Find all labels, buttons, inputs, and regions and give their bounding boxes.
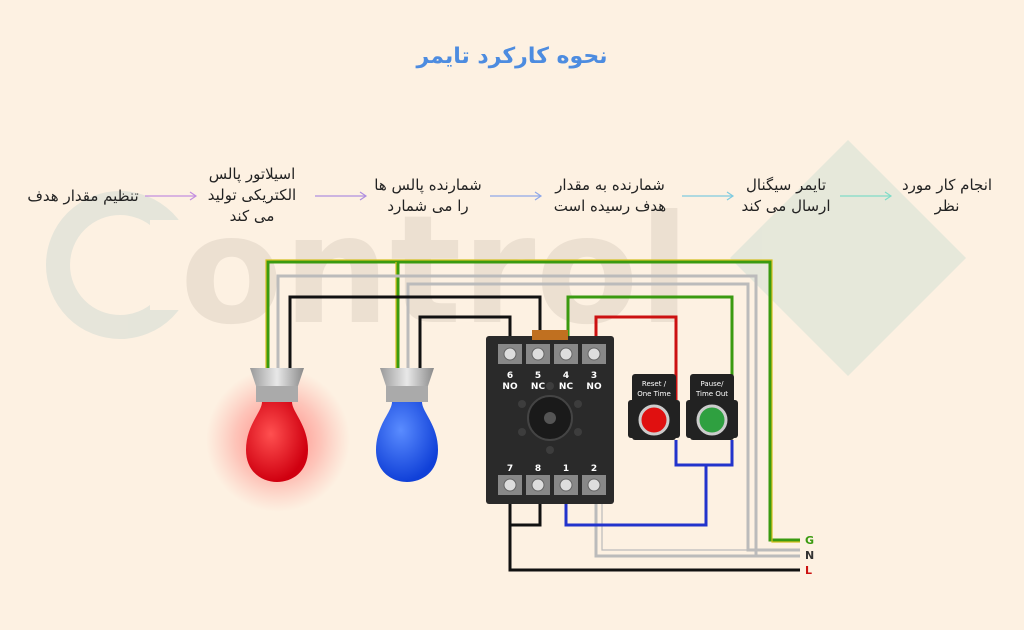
pin-8-num: 8 bbox=[535, 464, 541, 474]
pin-4-label: NC bbox=[559, 382, 574, 392]
pause-label-2: Time Out bbox=[695, 390, 728, 398]
reset-button: Reset / One Time bbox=[628, 374, 680, 440]
blue-lamp-base bbox=[386, 386, 428, 402]
watermark-text: ontrol bbox=[180, 184, 690, 358]
step-2: اسیلاتور پالس الکتریکی تولید می کند bbox=[207, 165, 297, 225]
terminal-2 bbox=[582, 475, 606, 495]
pin-5-label: NC bbox=[531, 382, 546, 392]
neutral-wire-3 bbox=[594, 492, 756, 558]
terminal-3 bbox=[582, 344, 606, 364]
pin-3-label: NO bbox=[586, 382, 602, 392]
control-green-wire bbox=[566, 295, 734, 400]
bottom-terminals bbox=[498, 475, 606, 495]
pin-1-num: 1 bbox=[563, 464, 569, 474]
control-red-wire bbox=[594, 315, 678, 400]
neutral-wire-1 bbox=[276, 274, 800, 558]
watermark: ontrol bbox=[46, 140, 966, 376]
top-terminals bbox=[498, 344, 606, 364]
neutral-wire-4 bbox=[601, 492, 748, 551]
live-wire-1 bbox=[288, 295, 542, 527]
step-4: شمارنده به مقدار هدف رسیده است bbox=[553, 176, 667, 215]
arrow-2 bbox=[315, 191, 368, 201]
power-labels: G N L bbox=[805, 534, 814, 577]
pin-3-num: 3 bbox=[591, 371, 597, 381]
pin-4-num: 4 bbox=[563, 371, 569, 381]
ground-wire-1 bbox=[266, 260, 800, 542]
control-blue-wire-2 bbox=[706, 440, 734, 467]
reset-label-1: Reset / bbox=[642, 380, 667, 388]
terminal-6 bbox=[498, 344, 522, 364]
live-wire-3 bbox=[508, 492, 800, 572]
terminal-4 bbox=[554, 344, 578, 364]
terminal-8 bbox=[526, 475, 550, 495]
blue-lamp-bulb bbox=[376, 402, 438, 482]
pin-5-num: 5 bbox=[535, 371, 541, 381]
control-blue-wire bbox=[564, 440, 708, 527]
ground-wire-1-stripe bbox=[265, 259, 800, 543]
terminal-7 bbox=[498, 475, 522, 495]
step-6: انجام کار مورد نظر bbox=[901, 176, 993, 215]
red-lamp-base bbox=[256, 386, 298, 402]
live-label: L bbox=[805, 564, 812, 577]
reset-button-cap bbox=[638, 404, 670, 436]
arrow-3 bbox=[490, 191, 543, 201]
pause-button: Pause/ Time Out bbox=[686, 374, 738, 440]
terminal-5 bbox=[526, 344, 550, 364]
pause-button-cap bbox=[696, 404, 728, 436]
relay-tab bbox=[532, 330, 568, 340]
neutral-wire-2 bbox=[406, 282, 800, 552]
red-lamp-socket bbox=[250, 368, 304, 386]
relay-socket: 6 NO 5 NC 4 NC 3 NO 7 8 1 2 bbox=[486, 330, 614, 504]
reset-label-2: One Time bbox=[637, 390, 671, 398]
step-3: شمارنده پالس ها را می شمارد bbox=[374, 176, 482, 215]
pin-6-num: 6 bbox=[507, 371, 513, 381]
arrow-5 bbox=[840, 191, 893, 201]
page-title: نحوه کارکرد تایمر bbox=[416, 44, 608, 69]
arrow-4 bbox=[682, 191, 735, 201]
ground-label: G bbox=[805, 534, 814, 547]
wires bbox=[265, 259, 800, 572]
red-lamp bbox=[246, 368, 308, 482]
terminal-1 bbox=[554, 475, 578, 495]
pin-6-label: NO bbox=[502, 382, 518, 392]
blue-lamp bbox=[376, 368, 438, 482]
blue-lamp-socket bbox=[380, 368, 434, 386]
step-5: تایمر سیگنال ارسال می کند bbox=[741, 176, 831, 215]
pin-7-num: 7 bbox=[507, 464, 513, 474]
step-1: تنظیم مقدار هدف bbox=[27, 187, 139, 205]
red-lamp-bulb bbox=[246, 402, 308, 482]
live-wire-2 bbox=[418, 315, 512, 368]
arrow-1 bbox=[145, 191, 198, 201]
pause-label-1: Pause/ bbox=[701, 380, 725, 388]
neutral-label: N bbox=[805, 549, 814, 562]
flow-arrows bbox=[145, 191, 893, 201]
pin-2-num: 2 bbox=[591, 464, 597, 474]
